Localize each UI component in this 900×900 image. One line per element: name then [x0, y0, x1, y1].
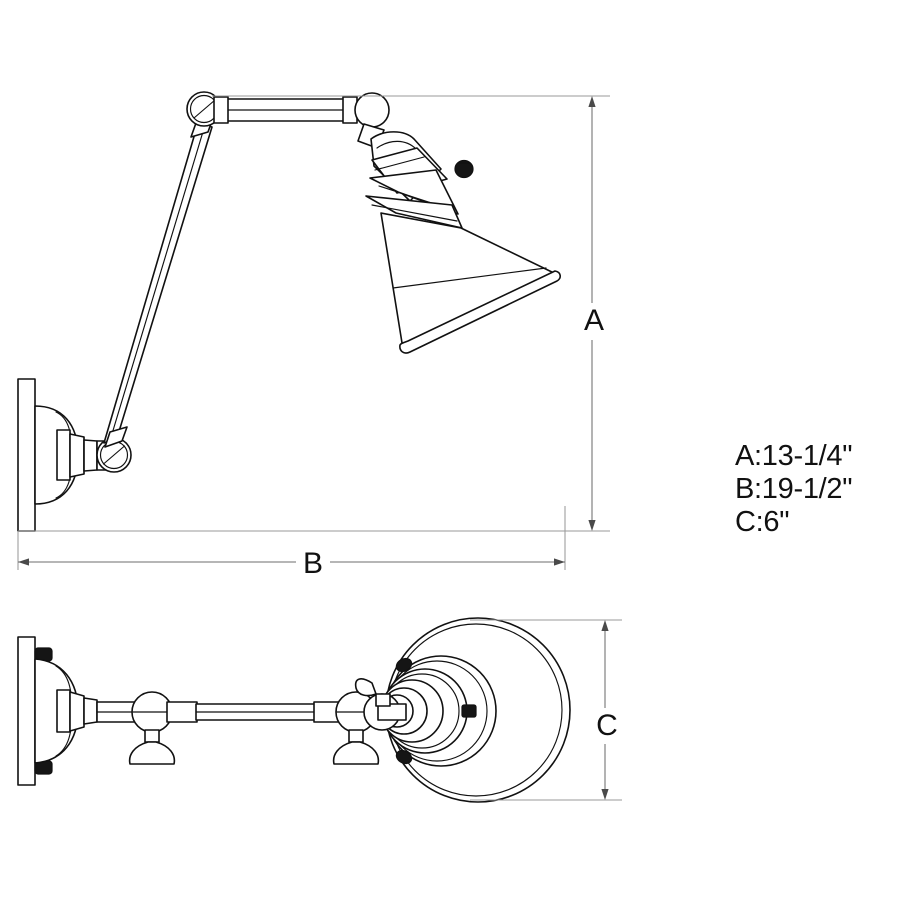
side-elevation-view: [17, 91, 561, 532]
plan-wall-plate: [17, 636, 36, 786]
lower-arm: [103, 117, 214, 448]
dimension-c: C: [470, 619, 622, 801]
dimension-a-label: A: [584, 304, 604, 337]
dimension-b-label: B: [303, 547, 323, 580]
cone-shade: [380, 212, 557, 350]
spec-row-b: B:19-1/2": [735, 473, 853, 505]
dimension-c-label: C: [596, 709, 618, 742]
plan-ball-joint-outer[interactable]: [313, 691, 380, 765]
dimension-b: B: [17, 506, 575, 580]
spec-row-c: C:6": [735, 506, 790, 538]
top-plan-view: [17, 617, 571, 803]
plan-arm-tube-inner: [96, 701, 138, 723]
specification-list: A:13-1/4" B:19-1/2" C:6": [735, 440, 853, 539]
wall-plate: [17, 378, 36, 532]
shade-fitter: [365, 131, 463, 229]
mount-neck: [69, 433, 98, 478]
spec-row-a: A:13-1/4": [735, 440, 853, 472]
plan-ball-joint-inner[interactable]: [128, 691, 176, 765]
plan-shade-ball-joint[interactable]: [354, 678, 407, 731]
plan-set-screws: [395, 657, 477, 765]
upper-arm: [213, 96, 358, 124]
plan-mount-neck: [69, 691, 98, 732]
shade-rim: [399, 270, 561, 354]
plan-wing-screw: [354, 678, 377, 697]
shade-set-screw: [454, 159, 474, 179]
thumbscrew-inner: [128, 741, 176, 765]
plan-arm-tube-middle: [166, 701, 317, 723]
thumbscrew-outer: [332, 741, 380, 765]
